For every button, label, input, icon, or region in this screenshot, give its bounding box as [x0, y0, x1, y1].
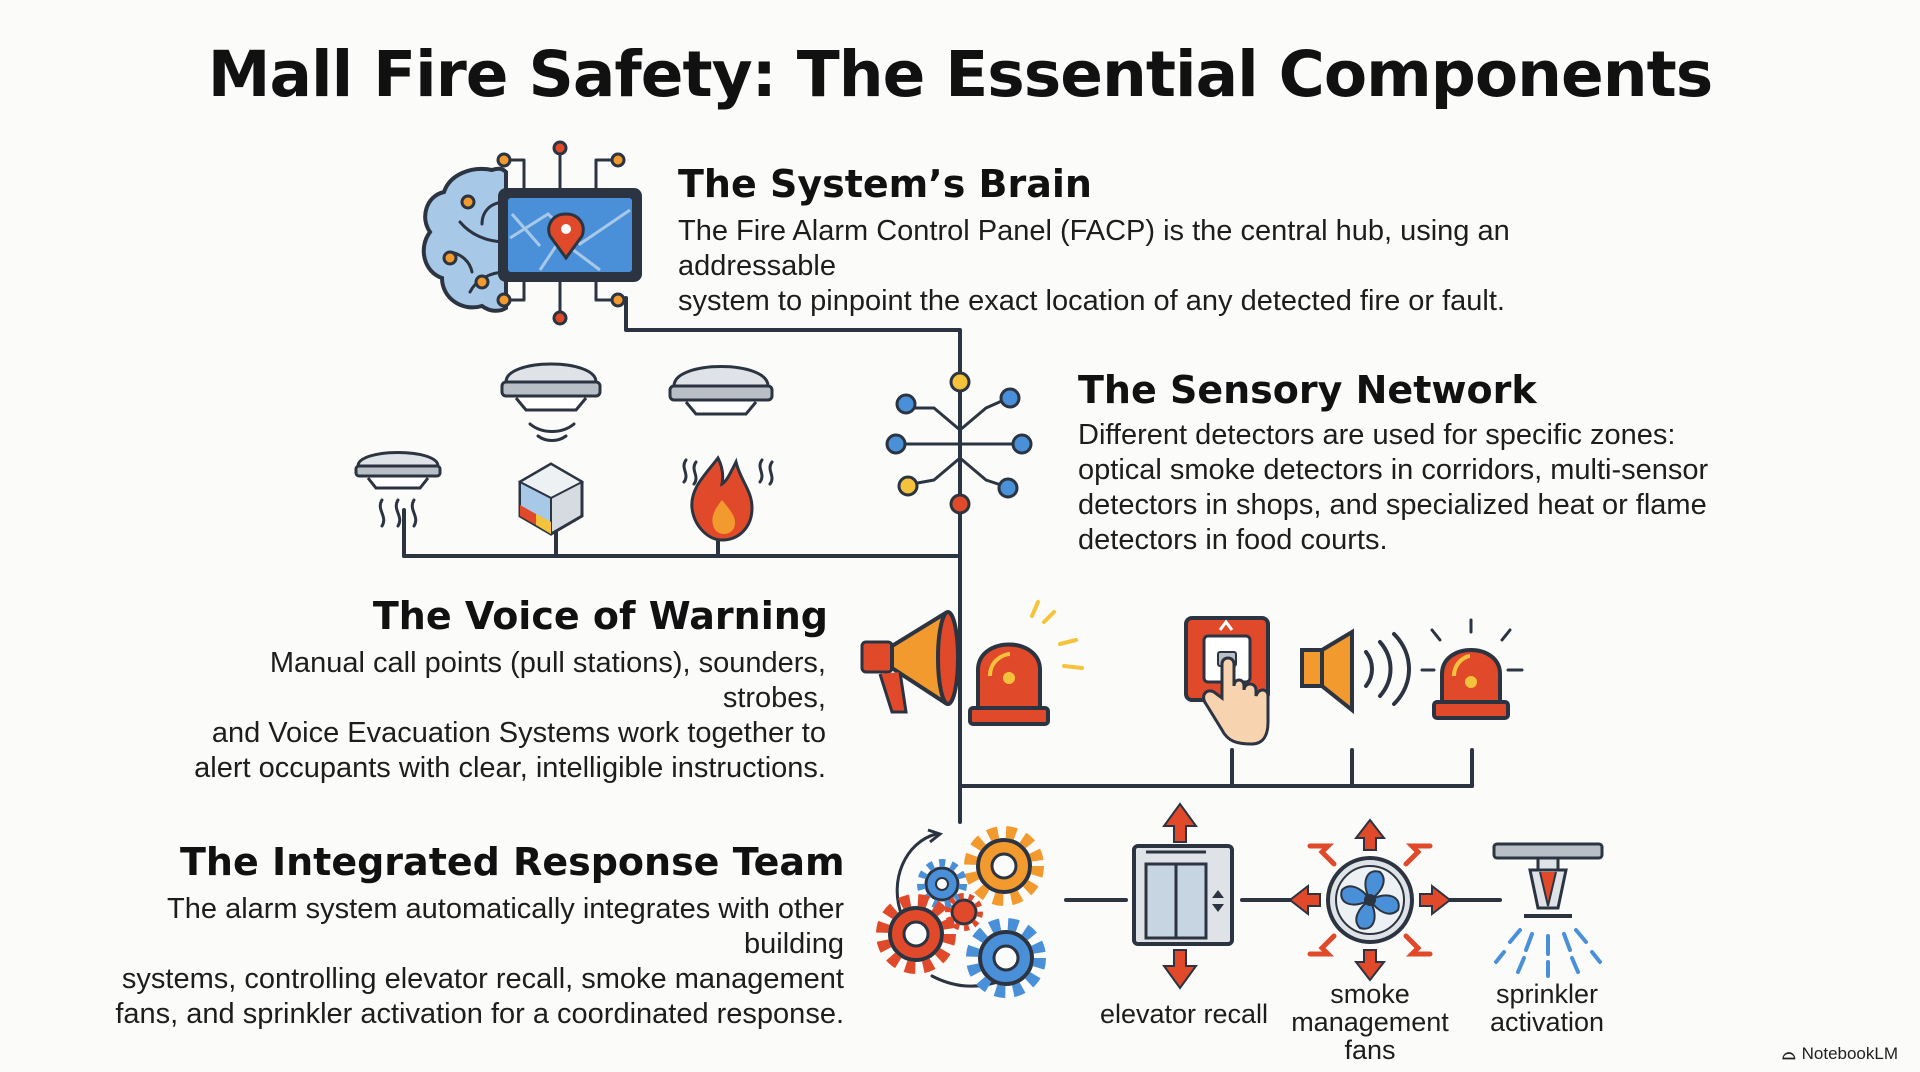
response-body-line: The alarm system automatically integrate… — [167, 893, 844, 960]
response-section-title: The Integrated Response Team — [180, 840, 845, 884]
smoke-detector-icon — [354, 451, 442, 528]
elevator-recall-caption: elevator recall — [1099, 999, 1269, 1029]
sensory-body-line: detectors in shops, and specialized heat… — [1078, 489, 1707, 521]
brain-section-title: The System’s Brain — [678, 162, 1092, 206]
sensory-body-line: Different detectors are used for specifi… — [1078, 419, 1676, 451]
gears-icon — [876, 826, 1046, 998]
multi-sensor-icon — [500, 362, 602, 536]
brain-body-line: system to pinpoint the exact location of… — [678, 285, 1505, 317]
sprinkler-activation-caption: sprinkler activation — [1489, 979, 1605, 1037]
fan-icon — [1288, 818, 1452, 982]
voice-body-line: alert occupants with clear, intelligible… — [194, 752, 826, 784]
voice-section-title: The Voice of Warning — [372, 594, 828, 638]
elevator-icon — [1132, 802, 1234, 990]
sensory-body-line: detectors in food courts. — [1078, 524, 1388, 556]
response-body-line: fans, and sprinkler activation for a coo… — [115, 998, 844, 1030]
flame-detector-icon — [668, 365, 774, 542]
network-hub-icon — [885, 371, 1033, 515]
watermark: ⌓ NotebookLM — [1782, 1044, 1898, 1064]
brain-section-body: The Fire Alarm Control Panel (FACP) is t… — [678, 214, 1578, 319]
brain-icon — [421, 166, 508, 313]
response-section-body: The alarm system automatically integrate… — [100, 892, 844, 1032]
brain-body-line: The Fire Alarm Control Panel (FACP) is t… — [678, 215, 1510, 282]
connector-lines — [402, 296, 1502, 902]
call-point-icon — [1184, 616, 1270, 746]
notebooklm-logo-icon: ⌓ — [1782, 1044, 1796, 1063]
sensory-body-line: optical smoke detectors in corridors, mu… — [1078, 454, 1709, 486]
voice-section-body: Manual call points (pull stations), soun… — [180, 646, 826, 786]
sprinkler-icon — [1492, 842, 1604, 978]
location-pin-icon — [547, 212, 585, 261]
voice-body-line: Manual call points (pull stations), soun… — [269, 647, 826, 714]
smoke-fans-caption: smoke management fans — [1291, 979, 1449, 1065]
strobe-icon — [1420, 618, 1524, 720]
sensory-section-title: The Sensory Network — [1078, 368, 1537, 412]
megaphone-icon — [860, 610, 960, 714]
response-body-line: systems, controlling elevator recall, sm… — [121, 963, 844, 995]
speaker-icon — [1300, 628, 1411, 715]
sensory-section-body: Different detectors are used for specifi… — [1078, 418, 1798, 558]
beacon-icon — [968, 600, 1084, 726]
page-title: Mall Fire Safety: The Essential Componen… — [207, 38, 1713, 111]
watermark-text: NotebookLM — [1801, 1044, 1898, 1063]
voice-body-line: and Voice Evacuation Systems work togeth… — [211, 717, 826, 749]
